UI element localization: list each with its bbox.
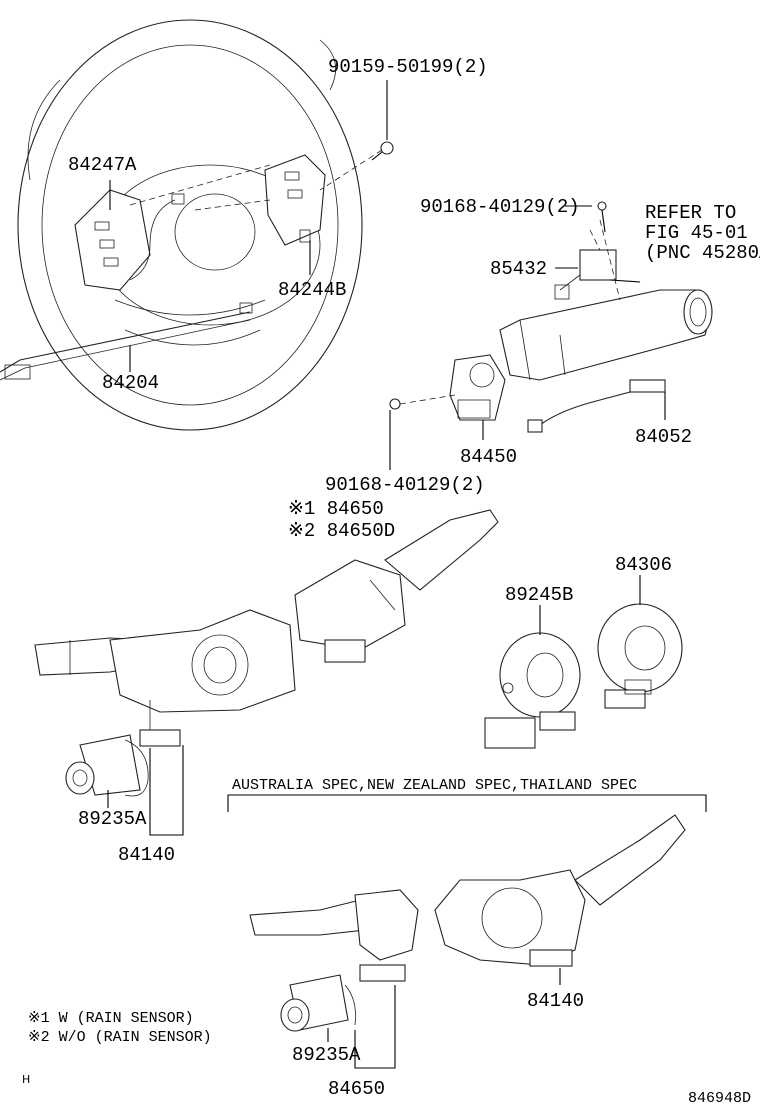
combination-switch-illustration xyxy=(34,509,499,797)
label-84650D: ※2 84650D xyxy=(288,520,395,542)
label-89235A-upper: 89235A xyxy=(78,808,147,830)
label-84140-lower: 84140 xyxy=(527,990,584,1012)
label-refer-to: REFER TO xyxy=(645,202,736,224)
note-no-rain-sensor: ※2 W/O (RAIN SENSOR) xyxy=(28,1029,212,1046)
label-84247A: 84247A xyxy=(68,154,137,176)
note-rain-sensor: ※1 W (RAIN SENSOR) xyxy=(28,1010,194,1027)
label-84140-upper: 84140 xyxy=(118,844,175,866)
label-89235A-lower: 89235A xyxy=(292,1044,361,1066)
spiral-cable-illustration xyxy=(484,603,683,749)
label-84650: ※1 84650 xyxy=(288,498,384,520)
label-89245B: 89245B xyxy=(505,584,573,606)
regional-combination-switch-illustration xyxy=(249,814,686,1032)
label-84650-lower: 84650 xyxy=(328,1078,385,1100)
label-84204: 84204 xyxy=(102,372,159,394)
label-90168-40129-lower: 90168-40129(2) xyxy=(325,474,485,496)
label-refer-pnc: (PNC 45280A xyxy=(645,242,760,264)
corner-mark: H xyxy=(22,1073,30,1086)
label-84450: 84450 xyxy=(460,446,517,468)
label-90159-50199: 90159-50199(2) xyxy=(328,56,488,78)
label-85432: 85432 xyxy=(490,258,547,280)
label-84306: 84306 xyxy=(615,554,672,576)
label-84244B: 84244B xyxy=(278,279,346,301)
label-90168-40129-upper: 90168-40129(2) xyxy=(420,196,580,218)
label-refer-fig: FIG 45-01 xyxy=(645,222,748,244)
spec-banner: AUSTRALIA SPEC,NEW ZEALAND SPEC,THAILAND… xyxy=(232,777,637,794)
steering-wheel-illustration xyxy=(0,19,394,431)
steering-column-illustration xyxy=(389,201,713,433)
figure-code: 846948D xyxy=(688,1090,751,1107)
label-84052: 84052 xyxy=(635,426,692,448)
